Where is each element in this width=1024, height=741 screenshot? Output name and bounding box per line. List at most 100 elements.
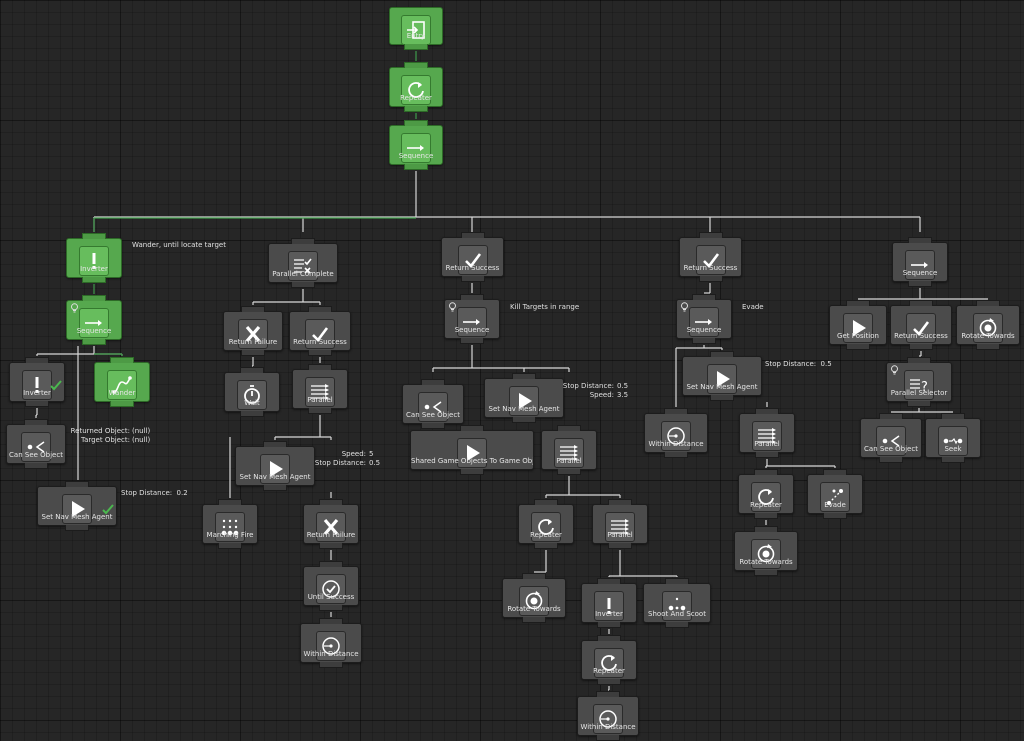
node-return-success-3[interactable]: Return Success — [679, 232, 742, 282]
node-parallel-3[interactable]: Parallel — [592, 499, 648, 549]
output-port[interactable] — [319, 662, 343, 668]
input-port[interactable] — [308, 306, 332, 312]
input-port[interactable] — [241, 306, 265, 312]
node-inverter-wander[interactable]: Inverter — [66, 233, 122, 283]
input-port[interactable] — [534, 499, 558, 505]
output-port[interactable] — [319, 605, 343, 611]
node-within-distance-3[interactable]: Within Distance — [644, 408, 708, 458]
input-port[interactable] — [823, 469, 847, 475]
output-port[interactable] — [241, 350, 265, 356]
output-port[interactable] — [460, 469, 484, 475]
node-wander[interactable]: Wander — [94, 357, 150, 407]
input-port[interactable] — [557, 425, 581, 431]
node-can-see-object-1[interactable]: Can See Object — [6, 419, 66, 469]
node-inverter-3[interactable]: Inverter — [581, 578, 637, 628]
output-port[interactable] — [65, 525, 89, 531]
input-port[interactable] — [755, 408, 779, 414]
output-port[interactable] — [263, 485, 287, 491]
input-port[interactable] — [710, 351, 734, 357]
output-port[interactable] — [308, 350, 332, 356]
output-port[interactable] — [664, 452, 688, 458]
node-parallel-selector[interactable]: ?Parallel Selector — [886, 357, 952, 407]
node-return-failure-1[interactable]: Return Failure — [223, 306, 283, 356]
input-port[interactable] — [608, 499, 632, 505]
input-port[interactable] — [291, 238, 315, 244]
output-port[interactable] — [82, 277, 106, 283]
input-port[interactable] — [24, 419, 48, 425]
input-port[interactable] — [846, 300, 870, 306]
output-port[interactable] — [404, 164, 428, 170]
node-repeater-4[interactable]: Repeater — [738, 469, 794, 519]
node-return-failure-2[interactable]: Return Failure — [303, 499, 359, 549]
input-port[interactable] — [240, 367, 264, 373]
input-port[interactable] — [976, 300, 1000, 306]
node-repeater-2[interactable]: Repeater — [518, 499, 574, 549]
node-seek[interactable]: Seek — [925, 413, 981, 463]
output-port[interactable] — [976, 344, 1000, 350]
input-port[interactable] — [512, 373, 536, 379]
input-port[interactable] — [319, 499, 343, 505]
node-sequence-wander[interactable]: Sequence — [66, 295, 122, 345]
node-marching-fire[interactable]: Marching Fire — [202, 499, 258, 549]
node-set-nav-mesh-1[interactable]: Set Nav Mesh Agent — [37, 481, 117, 531]
output-port[interactable] — [710, 395, 734, 401]
output-port[interactable] — [597, 622, 621, 628]
node-parallel-1[interactable]: Parallel — [292, 364, 348, 414]
node-evade[interactable]: Evade — [807, 469, 863, 519]
input-port[interactable] — [218, 499, 242, 505]
input-port[interactable] — [421, 379, 445, 385]
output-port[interactable] — [755, 452, 779, 458]
node-sequence-evade[interactable]: Sequence — [676, 294, 732, 344]
input-port[interactable] — [82, 233, 106, 239]
input-port[interactable] — [596, 691, 620, 697]
input-port[interactable] — [692, 294, 716, 300]
input-port[interactable] — [907, 357, 931, 363]
output-port[interactable] — [692, 338, 716, 344]
node-sequence-right[interactable]: Sequence — [892, 237, 948, 287]
input-port[interactable] — [909, 300, 933, 306]
node-return-success-1[interactable]: Return Success — [289, 306, 351, 356]
input-port[interactable] — [941, 413, 965, 419]
output-port[interactable] — [218, 543, 242, 549]
input-port[interactable] — [754, 469, 778, 475]
output-port[interactable] — [421, 423, 445, 429]
input-port[interactable] — [404, 120, 428, 126]
output-port[interactable] — [941, 457, 965, 463]
output-port[interactable] — [308, 408, 332, 414]
node-repeater-3[interactable]: Repeater — [581, 635, 637, 685]
output-port[interactable] — [522, 617, 546, 623]
node-sequence-kill[interactable]: Sequence — [444, 294, 500, 344]
node-can-see-object-3[interactable]: Can See Object — [860, 413, 922, 463]
node-wait[interactable]: Wait — [224, 367, 280, 417]
input-port[interactable] — [25, 357, 49, 363]
output-port[interactable] — [596, 735, 620, 741]
node-set-nav-mesh-4[interactable]: Set Nav Mesh Agent — [682, 351, 762, 401]
output-port[interactable] — [24, 463, 48, 469]
output-port[interactable] — [404, 44, 428, 50]
input-port[interactable] — [597, 635, 621, 641]
node-parallel-2[interactable]: Parallel — [541, 425, 597, 475]
node-until-success[interactable]: Until Success — [303, 561, 359, 611]
node-inverter-cso[interactable]: Inverter — [9, 357, 65, 407]
input-port[interactable] — [308, 364, 332, 370]
input-port[interactable] — [908, 237, 932, 243]
node-rotate-towards-1[interactable]: Rotate Towards — [502, 573, 566, 623]
node-sequence-root[interactable]: Sequence — [389, 120, 443, 170]
output-port[interactable] — [665, 622, 689, 628]
node-can-see-object-2[interactable]: Can See Object — [402, 379, 464, 429]
input-port[interactable] — [65, 481, 89, 487]
input-port[interactable] — [522, 573, 546, 579]
output-port[interactable] — [534, 543, 558, 549]
node-get-position[interactable]: Get Position — [829, 300, 887, 350]
output-port[interactable] — [754, 513, 778, 519]
input-port[interactable] — [319, 618, 343, 624]
input-port[interactable] — [460, 294, 484, 300]
output-port[interactable] — [608, 543, 632, 549]
output-port[interactable] — [879, 457, 903, 463]
output-port[interactable] — [909, 344, 933, 350]
input-port[interactable] — [754, 526, 778, 532]
output-port[interactable] — [823, 513, 847, 519]
node-rotate-towards-2[interactable]: Rotate Towards — [734, 526, 798, 576]
input-port[interactable] — [597, 578, 621, 584]
